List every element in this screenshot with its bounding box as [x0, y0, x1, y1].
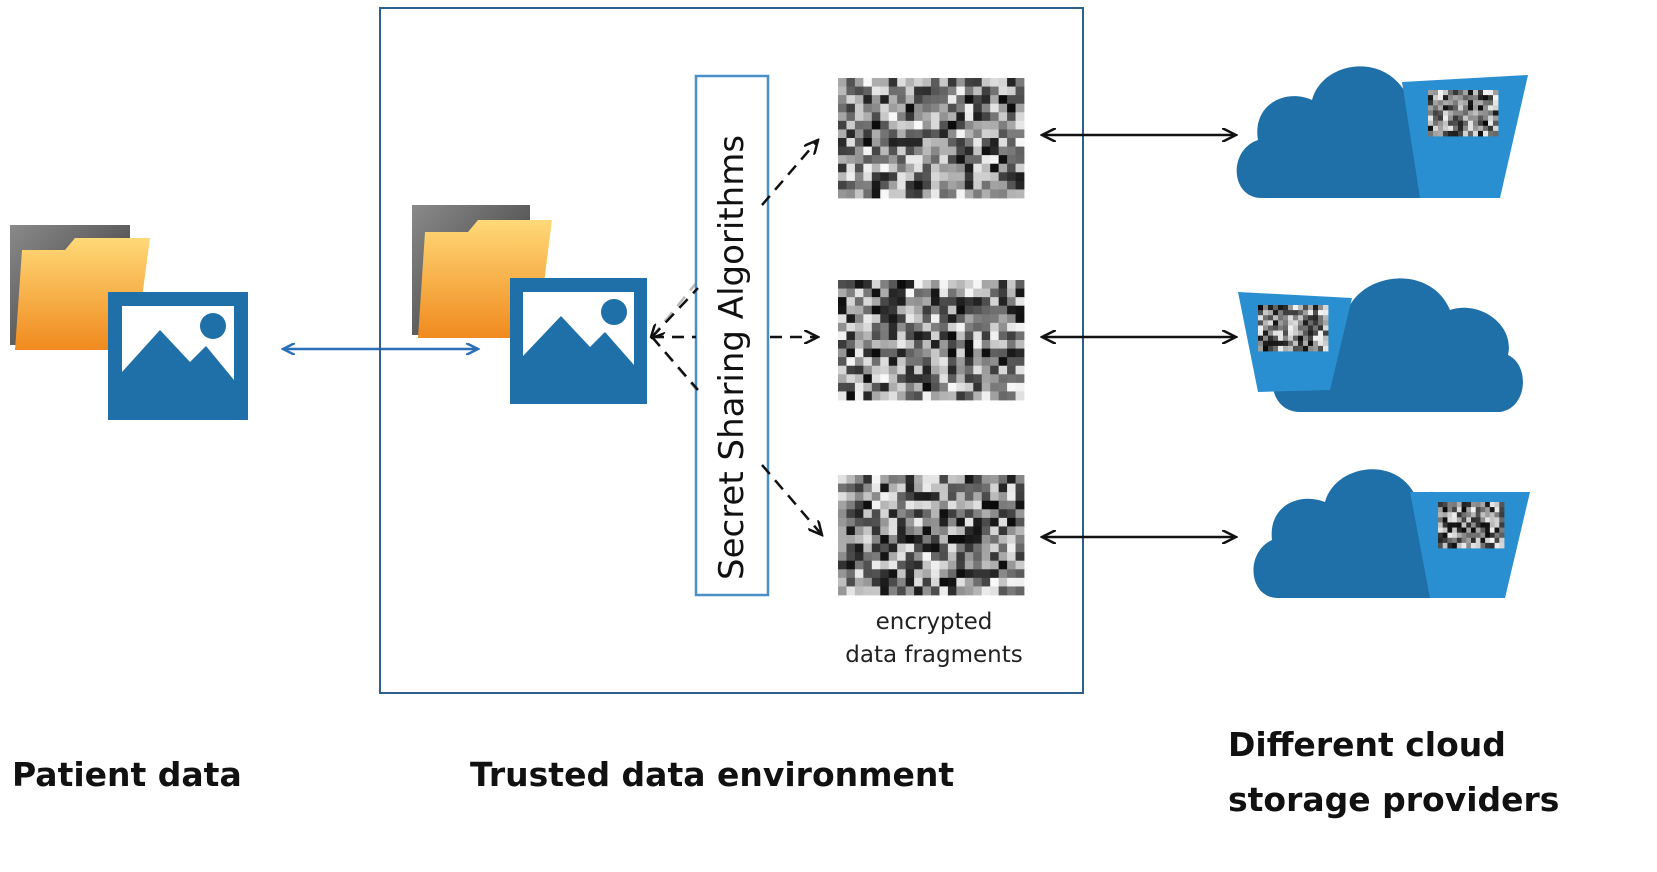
encrypted-fragments [838, 78, 1025, 596]
trusted-environment-caption: Trusted data environment [470, 755, 955, 794]
cloud-storage-icon [1236, 66, 1528, 198]
cloud-storage-middle [1238, 278, 1523, 412]
cloud-providers-caption-line2: storage providers [1228, 780, 1560, 819]
cloud-providers-caption-line1: Different cloud [1228, 725, 1506, 764]
fragment-thumbnail-noise [1428, 90, 1499, 137]
split-arrow-top [652, 287, 699, 337]
trusted-environment-box [379, 7, 1084, 694]
split-arrow-bottom-out [761, 464, 822, 535]
fragment-thumbnail-noise [1438, 502, 1505, 549]
algorithm-label: Secret Sharing Algorithms [712, 134, 752, 580]
fragments-caption-line1: encrypted [875, 609, 993, 635]
fragments-caption: encrypted data fragments [834, 606, 1034, 672]
noise-fragment-icon [838, 475, 1025, 596]
fragments-caption-line2: data fragments [845, 642, 1023, 668]
patient-data-icon-group [10, 225, 248, 420]
split-arrow-bottom [651, 336, 699, 391]
algorithm-box [694, 74, 770, 597]
cloud-storage-icon [1238, 278, 1523, 412]
patient-data-caption: Patient data [12, 755, 242, 794]
cloud-arrows [1042, 135, 1236, 537]
cloud-storage-bottom [1253, 469, 1530, 598]
split-arrows [652, 140, 822, 535]
cloud-storage-icon [1253, 469, 1530, 598]
environment-data-icon-group [412, 205, 647, 404]
image-icon [108, 292, 248, 420]
noise-fragment-icon [838, 78, 1025, 199]
image-icon [510, 278, 647, 404]
fragment-thumbnail-noise [1258, 305, 1329, 352]
noise-fragment-icon [838, 280, 1025, 401]
cloud-storage-top [1236, 66, 1528, 198]
split-arrow-top-out [761, 140, 818, 206]
